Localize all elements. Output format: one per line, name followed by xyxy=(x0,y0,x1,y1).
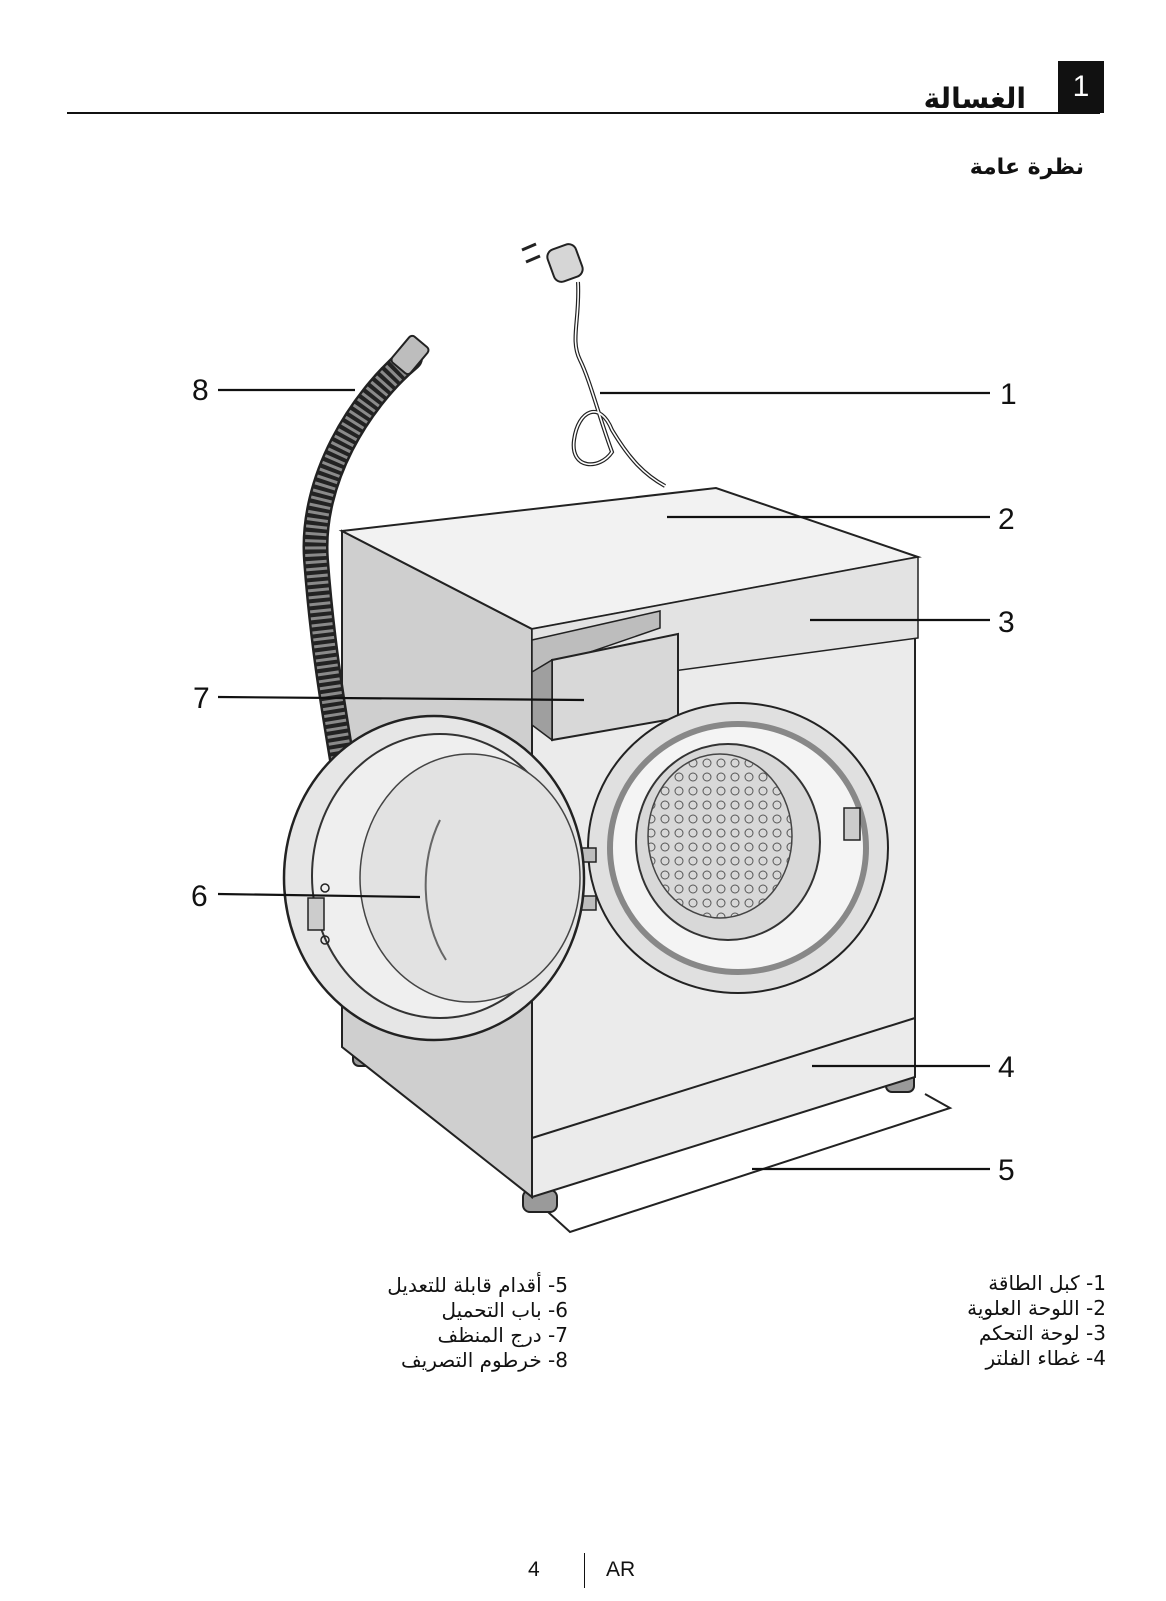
legend-item: 4- غطاء الفلتر xyxy=(985,1346,1107,1370)
legend-item: 3- لوحة التحكم xyxy=(978,1321,1106,1345)
power-plug xyxy=(546,243,584,283)
leader-lines xyxy=(217,388,990,1171)
page-number: 4 xyxy=(528,1558,540,1581)
detergent-drawer xyxy=(531,610,679,742)
washing-machine-illustration: 1 2 3 4 5 6 7 8 xyxy=(191,242,1017,1234)
section-title: نظرة عامة xyxy=(969,155,1084,180)
chapter-title: الغسالة xyxy=(923,82,1026,115)
language-code: AR xyxy=(606,1558,636,1581)
header-rule xyxy=(67,112,1100,114)
callout-3: 3 xyxy=(998,606,1015,639)
drain-hose xyxy=(302,334,430,773)
callout-5: 5 xyxy=(998,1154,1015,1187)
legend-item: 6- باب التحميل xyxy=(441,1298,569,1322)
drum xyxy=(647,753,793,919)
callout-4: 4 xyxy=(998,1051,1015,1084)
callout-2: 2 xyxy=(998,503,1015,536)
callout-7: 7 xyxy=(193,682,210,715)
callout-1: 1 xyxy=(1000,378,1017,411)
legend-item: 8- خرطوم التصريف xyxy=(400,1348,568,1372)
filter-cover-panel xyxy=(531,1017,916,1139)
legend-item: 1- كبل الطاقة xyxy=(988,1271,1106,1295)
legend-item: 2- اللوحة العلوية xyxy=(967,1296,1106,1320)
callout-8: 8 xyxy=(192,374,209,407)
power-cable xyxy=(521,242,666,488)
door-opening xyxy=(587,702,889,994)
loading-door xyxy=(282,714,586,1042)
legend-item: 7- درج المنظف xyxy=(437,1323,569,1347)
legend-item: 5- أقدام قابلة للتعديل xyxy=(387,1273,568,1297)
chapter-number-badge: 1 xyxy=(1058,61,1104,113)
legend-left-column: 5- أقدام قابلة للتعديل 6- باب التحميل 7-… xyxy=(387,1273,568,1373)
callout-6: 6 xyxy=(191,880,208,913)
legend-right-column: 1- كبل الطاقة 2- اللوحة العلوية 3- لوحة … xyxy=(967,1271,1106,1371)
footer-separator xyxy=(584,1553,585,1588)
